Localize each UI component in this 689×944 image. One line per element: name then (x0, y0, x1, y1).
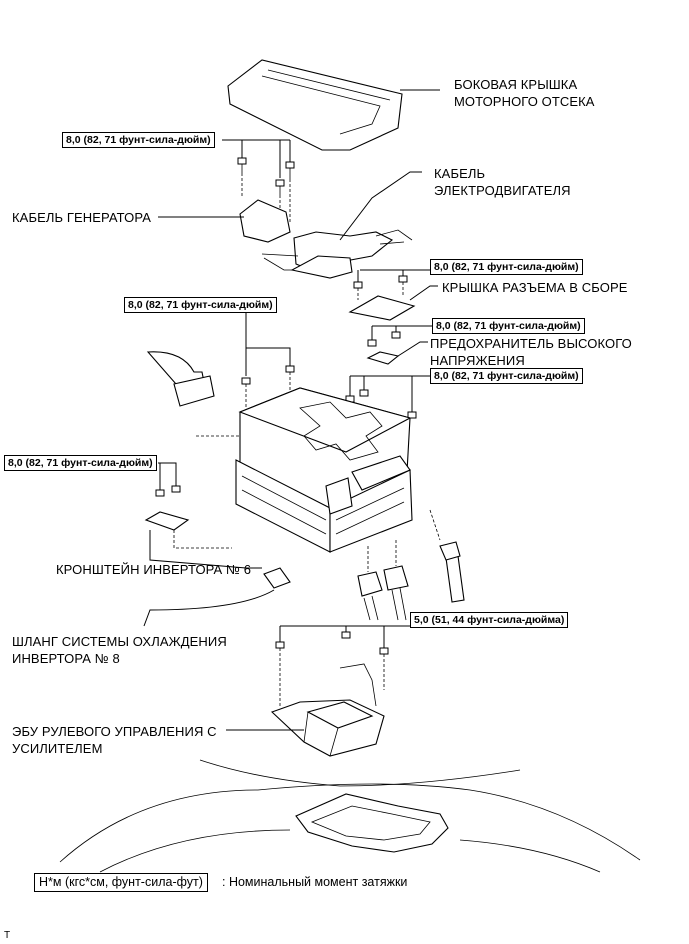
torque-fuse-bolts: 8,0 (82, 71 фунт-сила-дюйм) (432, 318, 585, 334)
torque-bracket-bolts: 8,0 (82, 71 фунт-сила-дюйм) (4, 455, 157, 471)
label-engine-cover-line1: БОКОВАЯ КРЫШКА (454, 77, 578, 92)
label-engine-cover-line2: МОТОРНОГО ОТСЕКА (454, 94, 595, 109)
inverter-with-converter (235, 387, 413, 553)
label-inverter-bracket: КРОНШТЕЙН ИНВЕРТОРА № 6 (56, 562, 252, 577)
vehicle-body-floor (59, 759, 641, 873)
label-generator-cable: КАБЕЛЬ ГЕНЕРАТОРА (12, 210, 151, 225)
generator-and-motor-cables (158, 171, 422, 279)
high-voltage-fuse (366, 325, 432, 365)
label-eps-ecu-line2: УСИЛИТЕЛЕМ (12, 741, 103, 756)
label-cooling-hose-line2: ИНВЕРТОРА № 8 (12, 651, 120, 666)
legend-description: : Номинальный момент затяжки (222, 875, 408, 889)
label-eps-ecu-line1: ЭБУ РУЛЕВОГО УПРАВЛЕНИЯ С (12, 724, 217, 739)
label-cooling-hose-line1: ШЛАНГ СИСТЕМЫ ОХЛАЖДЕНИЯ (12, 634, 227, 649)
inverter-bracket-no6 (144, 462, 262, 569)
inverter-cooling-hose-no8 (143, 541, 465, 627)
label-motor-cable-line2: ЭЛЕКТРОДВИГАТЕЛЯ (434, 183, 571, 198)
label-motor-cable-line1: КАБЕЛЬ (434, 166, 486, 181)
eps-ecu-bolts (275, 625, 410, 707)
torque-ecu-bolts: 5,0 (51, 44 фунт-сила-дюйма) (410, 612, 569, 628)
label-hv-fuse-line1: ПРЕДОХРАНИТЕЛЬ ВЫСОКОГО (430, 336, 632, 351)
torque-cover-bolts: 8,0 (82, 71 фунт-сила-дюйм) (62, 132, 215, 148)
torque-right-inverter-bolts: 8,0 (82, 71 фунт-сила-дюйм) (430, 368, 583, 384)
legend-torque-unit: Н*м (кгс*см, фунт-сила-фут) (34, 873, 208, 892)
torque-left-inverter-bolts: 8,0 (82, 71 фунт-сила-дюйм) (124, 297, 277, 313)
connector-cover-assembly (348, 269, 438, 321)
eps-ecu (226, 699, 385, 757)
label-hv-fuse-line2: НАПРЯЖЕНИЯ (430, 353, 525, 368)
inverter-harness-connector (146, 351, 240, 437)
engine-room-side-cover (227, 59, 440, 151)
power-cable-connectors (357, 509, 441, 621)
label-connector-cover: КРЫШКА РАЗЪЕМА В СБОРЕ (442, 280, 628, 295)
torque-connector-cover-bolts: 8,0 (82, 71 фунт-сила-дюйм) (430, 259, 583, 275)
figure-code: T (4, 930, 11, 941)
